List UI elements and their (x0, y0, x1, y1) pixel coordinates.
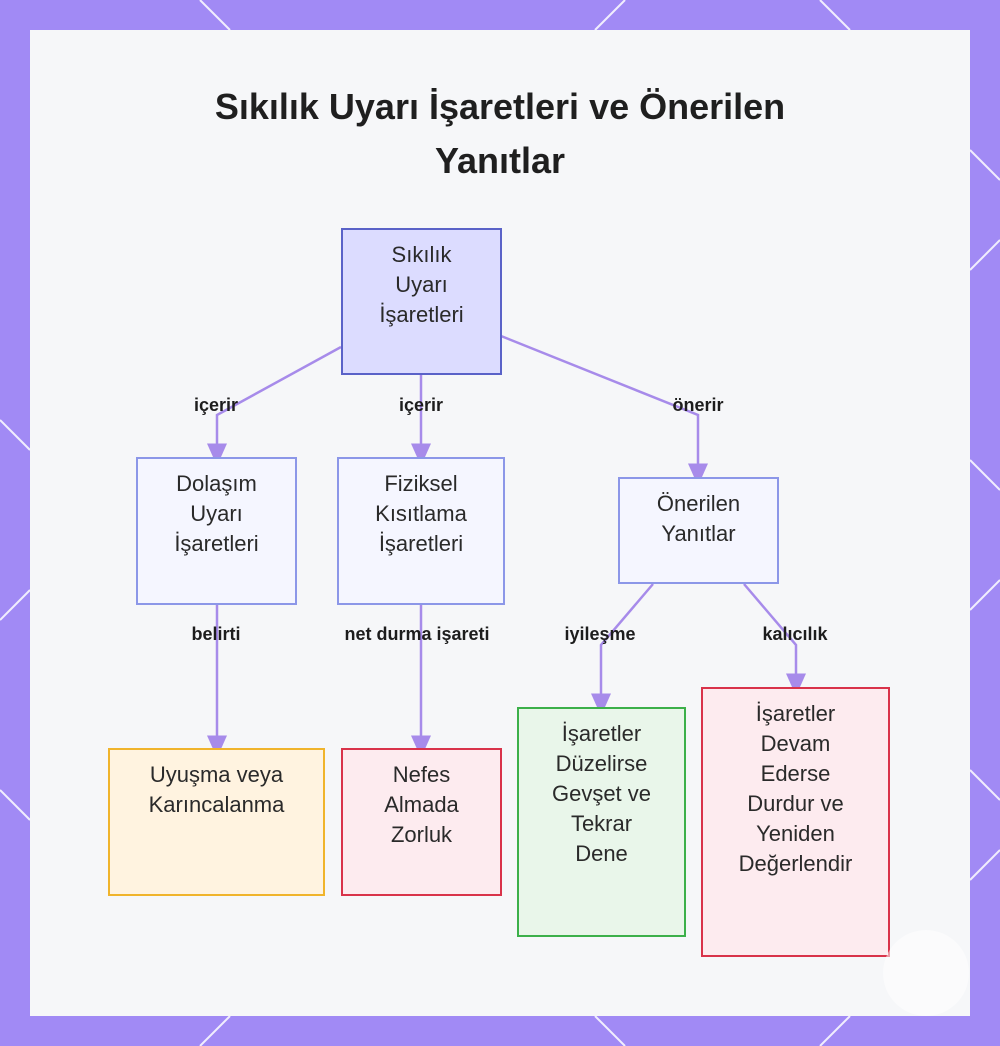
node-circulation-warning-signs: Dolaşım Uyarı İşaretleri (136, 457, 297, 605)
edge-label-contains-2: içerir (398, 395, 444, 415)
node-text-line: Zorluk (390, 822, 453, 847)
diagram-title: Sıkılık Uyarı İşaretleri ve Önerilen Yan… (0, 80, 1000, 188)
node-breathing-difficulty: Nefes Almada Zorluk (341, 748, 502, 896)
node-text-line: Uyuşma veya (149, 762, 284, 787)
node-text-line: Nefes (392, 762, 451, 787)
corner-badge-icon (883, 930, 969, 1016)
node-text-line: Uyarı (190, 501, 243, 526)
node-loosen-and-retry: İşaretler Düzelirse Gevşet ve Tekrar Den… (517, 707, 686, 937)
node-text-line: İşaretleri (174, 531, 259, 556)
node-text-line: İşaretler (755, 701, 836, 726)
node-text-line: Kısıtlama (375, 501, 467, 526)
edge-label-suggests: önerir (672, 395, 724, 415)
edge-label-persist: kalıcılık (762, 624, 828, 644)
edge-root-circulation (207, 345, 342, 466)
node-text-line: Önerilen (656, 491, 741, 516)
node-numbness-tingling: Uyuşma veya Karıncalanma (108, 748, 325, 896)
node-text-line: Uyarı (395, 272, 448, 297)
node-text-line: Fiziksel (384, 471, 458, 496)
node-text-line: Düzelirse (555, 751, 648, 776)
node-text-line: Yanıtlar (661, 521, 736, 546)
node-text-line: Durdur ve (747, 791, 844, 816)
node-physical-restriction-signs: Fiziksel Kısıtlama İşaretleri (337, 457, 505, 605)
node-text-line: İşaretleri (378, 531, 464, 556)
title-line-2: Yanıtlar (434, 140, 566, 181)
node-text-line: Sıkılık (391, 242, 452, 267)
node-text-line: İşaretleri (379, 302, 464, 327)
edge-label-symptom: belirti (191, 624, 241, 644)
edge-root-responses (500, 334, 708, 486)
node-text-line: Dolaşım (176, 471, 257, 496)
node-text-line: Tekrar (570, 811, 633, 836)
title-line-1: Sıkılık Uyarı İşaretleri ve Önerilen (214, 86, 786, 127)
node-suggested-responses: Önerilen Yanıtlar (618, 477, 779, 584)
node-tightness-warning-signs: Sıkılık Uyarı İşaretleri (341, 228, 502, 375)
edge-label-stop-sign: net durma işareti (344, 624, 490, 644)
edge-responses-loosen (591, 583, 654, 716)
node-text-line: Ederse (760, 761, 831, 786)
node-text-line: Devam (760, 731, 831, 756)
node-text-line: Gevşet ve (551, 781, 652, 806)
node-text-line: İşaretler (561, 721, 642, 746)
node-text-line: Değerlendir (738, 851, 853, 876)
node-text-line: Karıncalanma (148, 792, 285, 817)
node-text-line: Yeniden (756, 821, 835, 846)
edge-label-improve: iyileşme (564, 624, 636, 644)
node-text-line: Almada (384, 792, 459, 817)
edge-responses-stop (743, 583, 806, 696)
node-text-line: Dene (575, 841, 628, 866)
edge-label-contains-1: içerir (193, 395, 239, 415)
node-stop-and-reassess: İşaretler Devam Ederse Durdur ve Yeniden… (701, 687, 890, 957)
